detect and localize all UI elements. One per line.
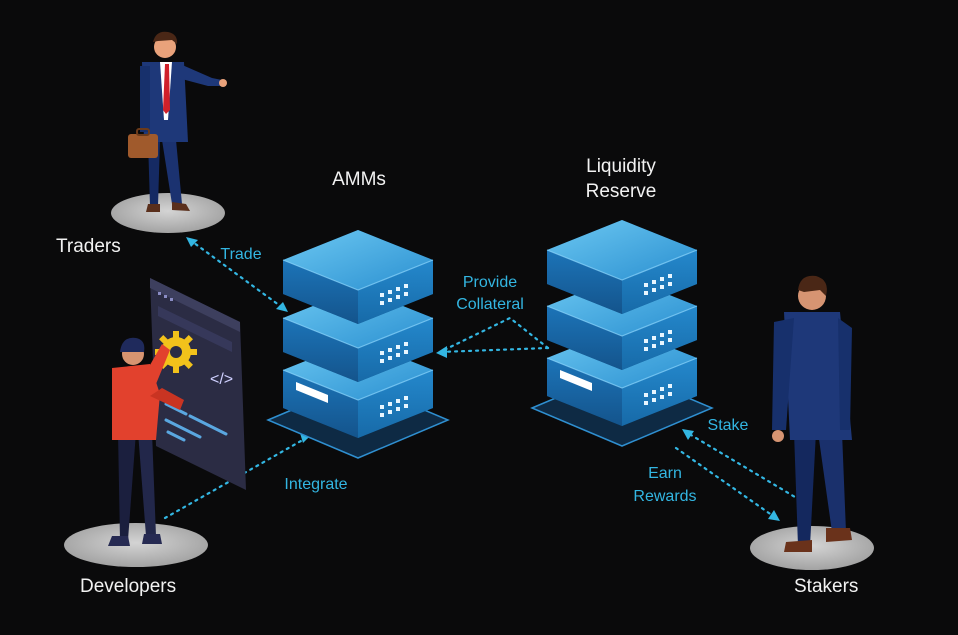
trader-figure — [111, 31, 227, 233]
earn-label-line2: Rewards — [633, 488, 696, 505]
liquidity-title-line1: Liquidity — [586, 156, 656, 177]
trade-label: Trade — [220, 246, 261, 263]
stakers-label: Stakers — [794, 576, 858, 597]
gear-icon — [155, 331, 197, 373]
staker-figure — [750, 275, 874, 570]
collateral-connector-branch — [438, 316, 550, 354]
traders-label: Traders — [56, 236, 121, 257]
earn-label-line1: Earn — [648, 465, 682, 482]
briefcase-icon — [128, 134, 158, 158]
rewards-arrowhead — [768, 510, 780, 521]
flow-labels: Trade Provide Collateral Integrate Stake… — [220, 246, 748, 505]
flow-lines — [163, 238, 802, 520]
amms-server-stack — [266, 229, 450, 459]
developer-platform — [64, 523, 208, 567]
provide-label-line2: Collateral — [456, 296, 524, 313]
collateral-arrowhead — [436, 346, 447, 358]
node-titles: AMMs Liquidity Reserve — [332, 156, 656, 202]
collateral-connector — [438, 346, 550, 354]
trade-arrowhead — [186, 237, 198, 247]
trade-connector — [188, 238, 285, 310]
rewards-connector — [674, 446, 778, 520]
integrate-connector — [163, 435, 310, 520]
liquidity-server-stack — [530, 219, 714, 447]
developers-label: Developers — [80, 576, 176, 597]
amms-title: AMMs — [332, 169, 386, 190]
trader-platform — [111, 193, 225, 233]
provide-label-line1: Provide — [463, 274, 517, 291]
stake-connector — [684, 430, 802, 502]
actor-labels: Traders Developers Stakers — [56, 236, 858, 597]
code-brackets-icon: </> — [210, 371, 233, 388]
developer-figure: </> — [64, 278, 246, 567]
trade-arrowhead-end — [276, 302, 288, 312]
liquidity-title-line2: Reserve — [586, 181, 657, 202]
stake-label: Stake — [708, 417, 749, 434]
integrate-label: Integrate — [284, 476, 347, 493]
stake-arrowhead — [682, 429, 694, 440]
developer-hoodie — [112, 364, 160, 440]
